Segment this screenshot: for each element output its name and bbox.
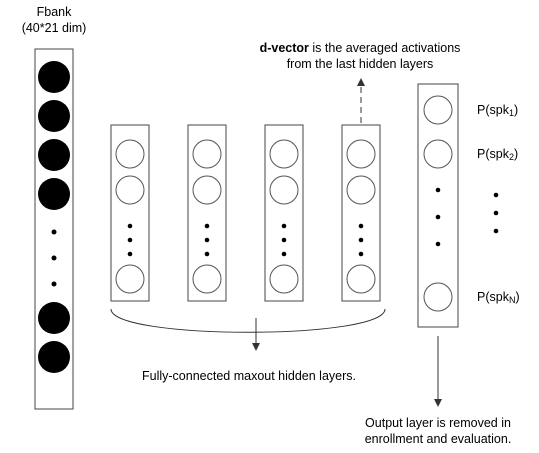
output-label-ellipsis	[493, 192, 499, 234]
input-node	[38, 178, 70, 210]
input-node	[38, 100, 70, 132]
ellipsis-dot	[358, 223, 364, 229]
ellipsis-dot	[204, 251, 210, 257]
ellipsis-dot	[127, 223, 133, 229]
ellipsis-dot	[127, 237, 133, 243]
ellipsis-dot	[127, 251, 133, 257]
ellipsis-dot	[435, 187, 441, 193]
input-node	[38, 302, 70, 334]
hidden-layer-2	[187, 124, 227, 302]
dvector-term: d-vector	[259, 41, 309, 55]
ellipsis-dot	[493, 192, 499, 198]
ellipsis-dot	[358, 251, 364, 257]
input-node	[38, 61, 70, 93]
ellipsis-dot	[281, 223, 287, 229]
output-label-spk2: P(spk2)	[477, 147, 519, 162]
ellipsis-dot	[281, 237, 287, 243]
dvector-caption: d-vector is the averaged activations fro…	[259, 41, 461, 71]
ellipsis-dot	[435, 241, 441, 247]
ellipsis-dot	[493, 228, 499, 234]
output-label-spk1: P(spk1)	[477, 103, 519, 118]
input-layer-title: Fbank (40*21 dim)	[21, 5, 87, 35]
hidden-layers-brace	[110, 308, 386, 333]
hidden-layer-1	[110, 124, 150, 302]
output-label-spkN: P(spkN)	[477, 290, 520, 305]
output-node	[423, 282, 453, 312]
hidden-caption-arrow	[252, 318, 260, 351]
hidden-node	[269, 139, 299, 169]
ellipsis-dot	[493, 210, 499, 216]
output-node	[423, 95, 453, 125]
hidden-node	[346, 139, 376, 169]
ellipsis-dot	[435, 214, 441, 220]
ellipsis-dot	[281, 251, 287, 257]
output-layer	[417, 83, 459, 328]
hidden-node	[115, 139, 145, 169]
ellipsis-dot	[204, 237, 210, 243]
hidden-node	[192, 264, 222, 294]
hidden-node	[346, 175, 376, 205]
hidden-layers-caption: Fully-connected maxout hidden layers.	[142, 369, 357, 383]
output-caption-arrow	[434, 336, 442, 407]
dvector-dashed-arrow	[357, 78, 365, 123]
hidden-node	[192, 139, 222, 169]
input-node	[38, 341, 70, 373]
hidden-node	[269, 175, 299, 205]
input-node	[38, 139, 70, 171]
input-layer	[34, 48, 74, 410]
ellipsis-dot	[51, 281, 57, 287]
hidden-node	[115, 175, 145, 205]
hidden-layer-3	[264, 124, 304, 302]
hidden-layer-4	[341, 124, 381, 302]
ellipsis-dot	[358, 237, 364, 243]
hidden-node	[269, 264, 299, 294]
hidden-node	[115, 264, 145, 294]
ellipsis-dot	[204, 223, 210, 229]
ellipsis-dot	[51, 255, 57, 261]
ellipsis-dot	[51, 229, 57, 235]
output-node	[423, 139, 453, 169]
output-layer-caption: Output layer is removed in enrollment an…	[364, 416, 512, 446]
hidden-node	[346, 264, 376, 294]
hidden-node	[192, 175, 222, 205]
